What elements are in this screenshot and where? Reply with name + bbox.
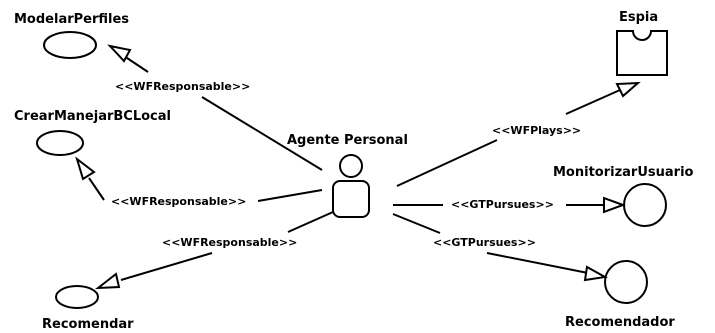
node-recomendar[interactable]: Recomendar bbox=[42, 285, 134, 332]
edge-label: <<WFResponsable>> bbox=[162, 236, 297, 249]
edge-line bbox=[392, 213, 441, 234]
goal-circle bbox=[604, 260, 648, 304]
agent-body bbox=[332, 180, 370, 218]
node-label: Espia bbox=[619, 10, 658, 25]
edge-gtpursues-recomendador: <<GTPursues>> bbox=[392, 213, 609, 282]
node-modelar-perfiles[interactable]: ModelarPerfiles bbox=[14, 12, 129, 59]
usecase-ellipse bbox=[36, 130, 84, 156]
node-label: CrearManejarBCLocal bbox=[14, 109, 171, 124]
arrowhead bbox=[75, 156, 96, 181]
edge-line bbox=[88, 177, 105, 201]
usecase-ellipse bbox=[43, 31, 97, 59]
edge-label: <<WFResponsable>> bbox=[115, 80, 250, 93]
node-espia[interactable]: Espia bbox=[616, 10, 668, 76]
edge-label: <<GTPursues>> bbox=[451, 198, 554, 211]
edge-wfresponsable-crear: <<WFResponsable>> bbox=[75, 156, 323, 208]
node-label: Recomendar bbox=[42, 317, 134, 332]
agent-head bbox=[339, 154, 363, 178]
node-crear-manejar-bc-local[interactable]: CrearManejarBCLocal bbox=[14, 109, 171, 156]
edge-wfresponsable-recomendar: <<WFResponsable>> bbox=[94, 211, 334, 290]
edge-gtpursues-monitorizar: <<GTPursues>> bbox=[393, 196, 626, 214]
edge-line bbox=[396, 139, 498, 187]
node-agente-personal[interactable]: Agente Personal bbox=[287, 133, 408, 218]
arrowhead bbox=[107, 44, 132, 63]
edge-line bbox=[565, 89, 621, 115]
node-label: Agente Personal bbox=[287, 133, 408, 148]
arrowhead bbox=[603, 196, 626, 214]
edge-line bbox=[123, 55, 149, 73]
goal-circle bbox=[623, 183, 667, 227]
edge-label: <<WFPlays>> bbox=[492, 124, 581, 137]
edge-wfresponsable-modelar: <<WFResponsable>> bbox=[107, 44, 323, 171]
edge-label: <<WFResponsable>> bbox=[111, 195, 246, 208]
node-recomendador[interactable]: Recomendador bbox=[565, 260, 675, 330]
edge-line bbox=[287, 211, 334, 233]
arrowhead bbox=[615, 81, 641, 98]
arrowhead bbox=[583, 265, 609, 282]
node-label: MonitorizarUsuario bbox=[553, 165, 694, 180]
edge-wfplays: <<WFPlays>> bbox=[396, 81, 641, 187]
edge-line bbox=[486, 252, 589, 274]
edge-line bbox=[201, 96, 323, 171]
node-monitorizar-usuario[interactable]: MonitorizarUsuario bbox=[553, 165, 694, 227]
usecase-ellipse bbox=[55, 285, 99, 309]
edge-line bbox=[120, 252, 213, 281]
edge-line bbox=[257, 189, 323, 202]
role-shape bbox=[616, 30, 668, 76]
edge-label: <<GTPursues>> bbox=[433, 236, 536, 249]
node-label: ModelarPerfiles bbox=[14, 12, 129, 27]
arrowhead bbox=[94, 272, 121, 290]
node-label: Recomendador bbox=[565, 315, 675, 330]
